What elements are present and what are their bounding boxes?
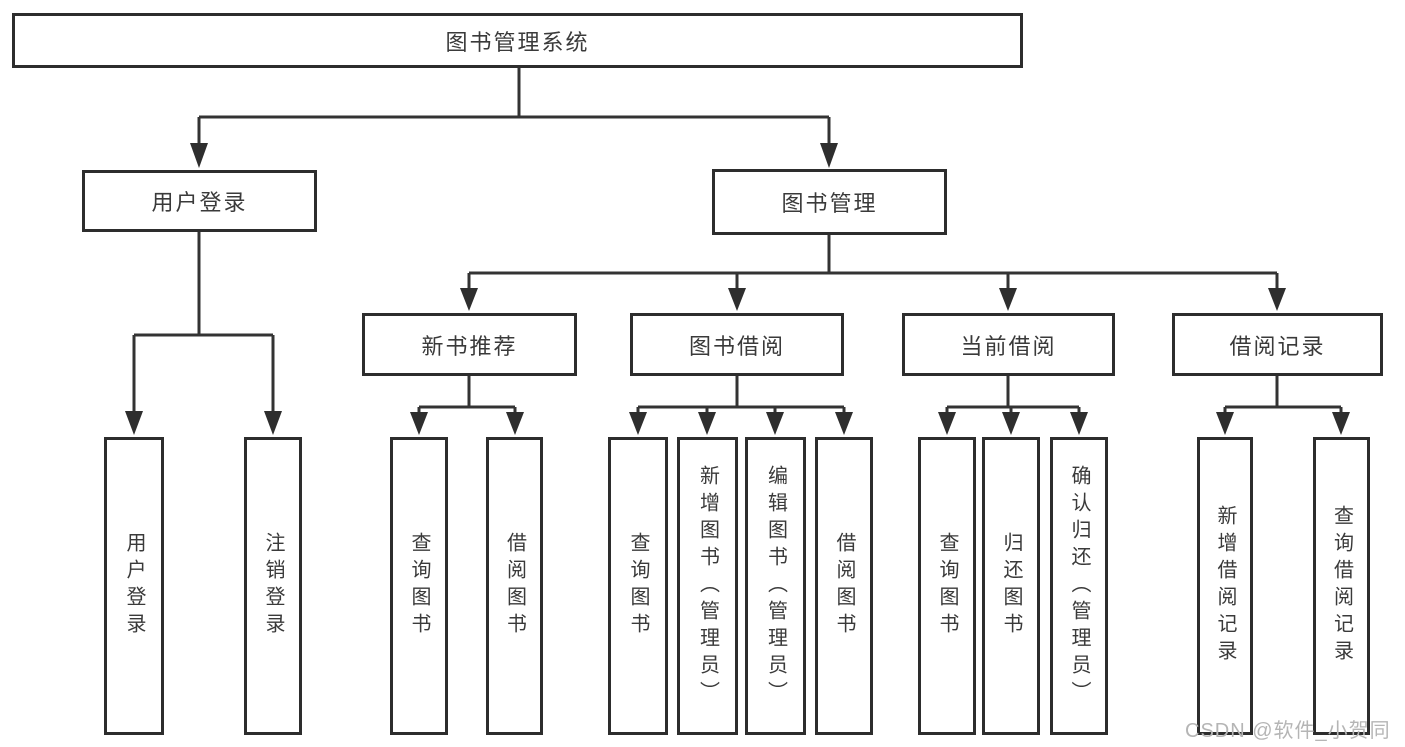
leaf-label: 查询图书 <box>936 532 958 640</box>
leaf-confirm-return-admin: 确认归还（管理员） <box>1050 437 1108 735</box>
arrowheads-borrowing-records <box>1216 412 1350 435</box>
leaf-label: 查询图书 <box>627 532 649 640</box>
leaf-query-borrow-record: 查询借阅记录 <box>1313 437 1370 735</box>
node-book-borrowing: 图书借阅 <box>630 313 844 376</box>
node-root-system: 图书管理系统 <box>12 13 1023 68</box>
leaf-label: 注销登录 <box>262 532 284 640</box>
arrowheads-level3 <box>460 288 1286 311</box>
connector-new-book-recommend-children <box>417 376 517 416</box>
leaf-add-books-admin: 新增图书（管理员） <box>677 437 738 735</box>
leaf-label: 新增借阅记录 <box>1214 505 1236 667</box>
leaf-label: 确认归还（管理员） <box>1068 464 1090 708</box>
connector-user-login-children <box>132 232 275 414</box>
leaf-label: 查询借阅记录 <box>1330 505 1353 667</box>
arrowheads-current-borrowing <box>938 412 1088 435</box>
csdn-watermark: CSDN @软件_小贺同学 <box>1185 720 1391 742</box>
arrowheads-user-login-children <box>125 411 282 435</box>
node-borrowing-records: 借阅记录 <box>1172 313 1383 376</box>
node-user-login: 用户登录 <box>82 170 317 232</box>
leaf-label: 查询图书 <box>408 532 430 640</box>
leaf-label: 编辑图书（管理员） <box>764 464 787 708</box>
leaf-edit-books-admin: 编辑图书（管理员） <box>745 437 806 735</box>
leaf-return-books: 归还图书 <box>982 437 1040 735</box>
connector-book-borrowing-children <box>636 376 846 416</box>
leaf-logout: 注销登录 <box>244 437 302 735</box>
connector-current-borrowing-children <box>945 376 1081 416</box>
arrowheads-level2 <box>190 143 838 168</box>
node-new-book-recommend: 新书推荐 <box>362 313 577 376</box>
leaf-label: 借阅图书 <box>503 532 526 640</box>
leaf-label: 用户登录 <box>123 532 145 640</box>
leaf-query-books-recommend: 查询图书 <box>390 437 448 735</box>
leaf-query-books-current: 查询图书 <box>918 437 976 735</box>
leaf-borrow-books-recommend: 借阅图书 <box>486 437 543 735</box>
leaf-user-login: 用户登录 <box>104 437 164 735</box>
leaf-label: 新增图书（管理员） <box>696 464 719 708</box>
leaf-label: 归还图书 <box>1000 532 1022 640</box>
arrowheads-book-borrowing <box>629 412 853 435</box>
leaf-label: 借阅图书 <box>833 532 855 640</box>
leaf-query-books-borrowing: 查询图书 <box>608 437 668 735</box>
node-current-borrowing: 当前借阅 <box>902 313 1115 376</box>
leaf-borrow-books: 借阅图书 <box>815 437 873 735</box>
connector-book-management-children <box>467 235 1279 292</box>
connector-borrowing-records-children <box>1223 376 1343 416</box>
arrowheads-new-book-recommend <box>410 412 524 435</box>
leaf-add-borrow-record: 新增借阅记录 <box>1197 437 1253 735</box>
connector-root-to-level2 <box>197 68 831 147</box>
node-book-management: 图书管理 <box>712 169 947 235</box>
